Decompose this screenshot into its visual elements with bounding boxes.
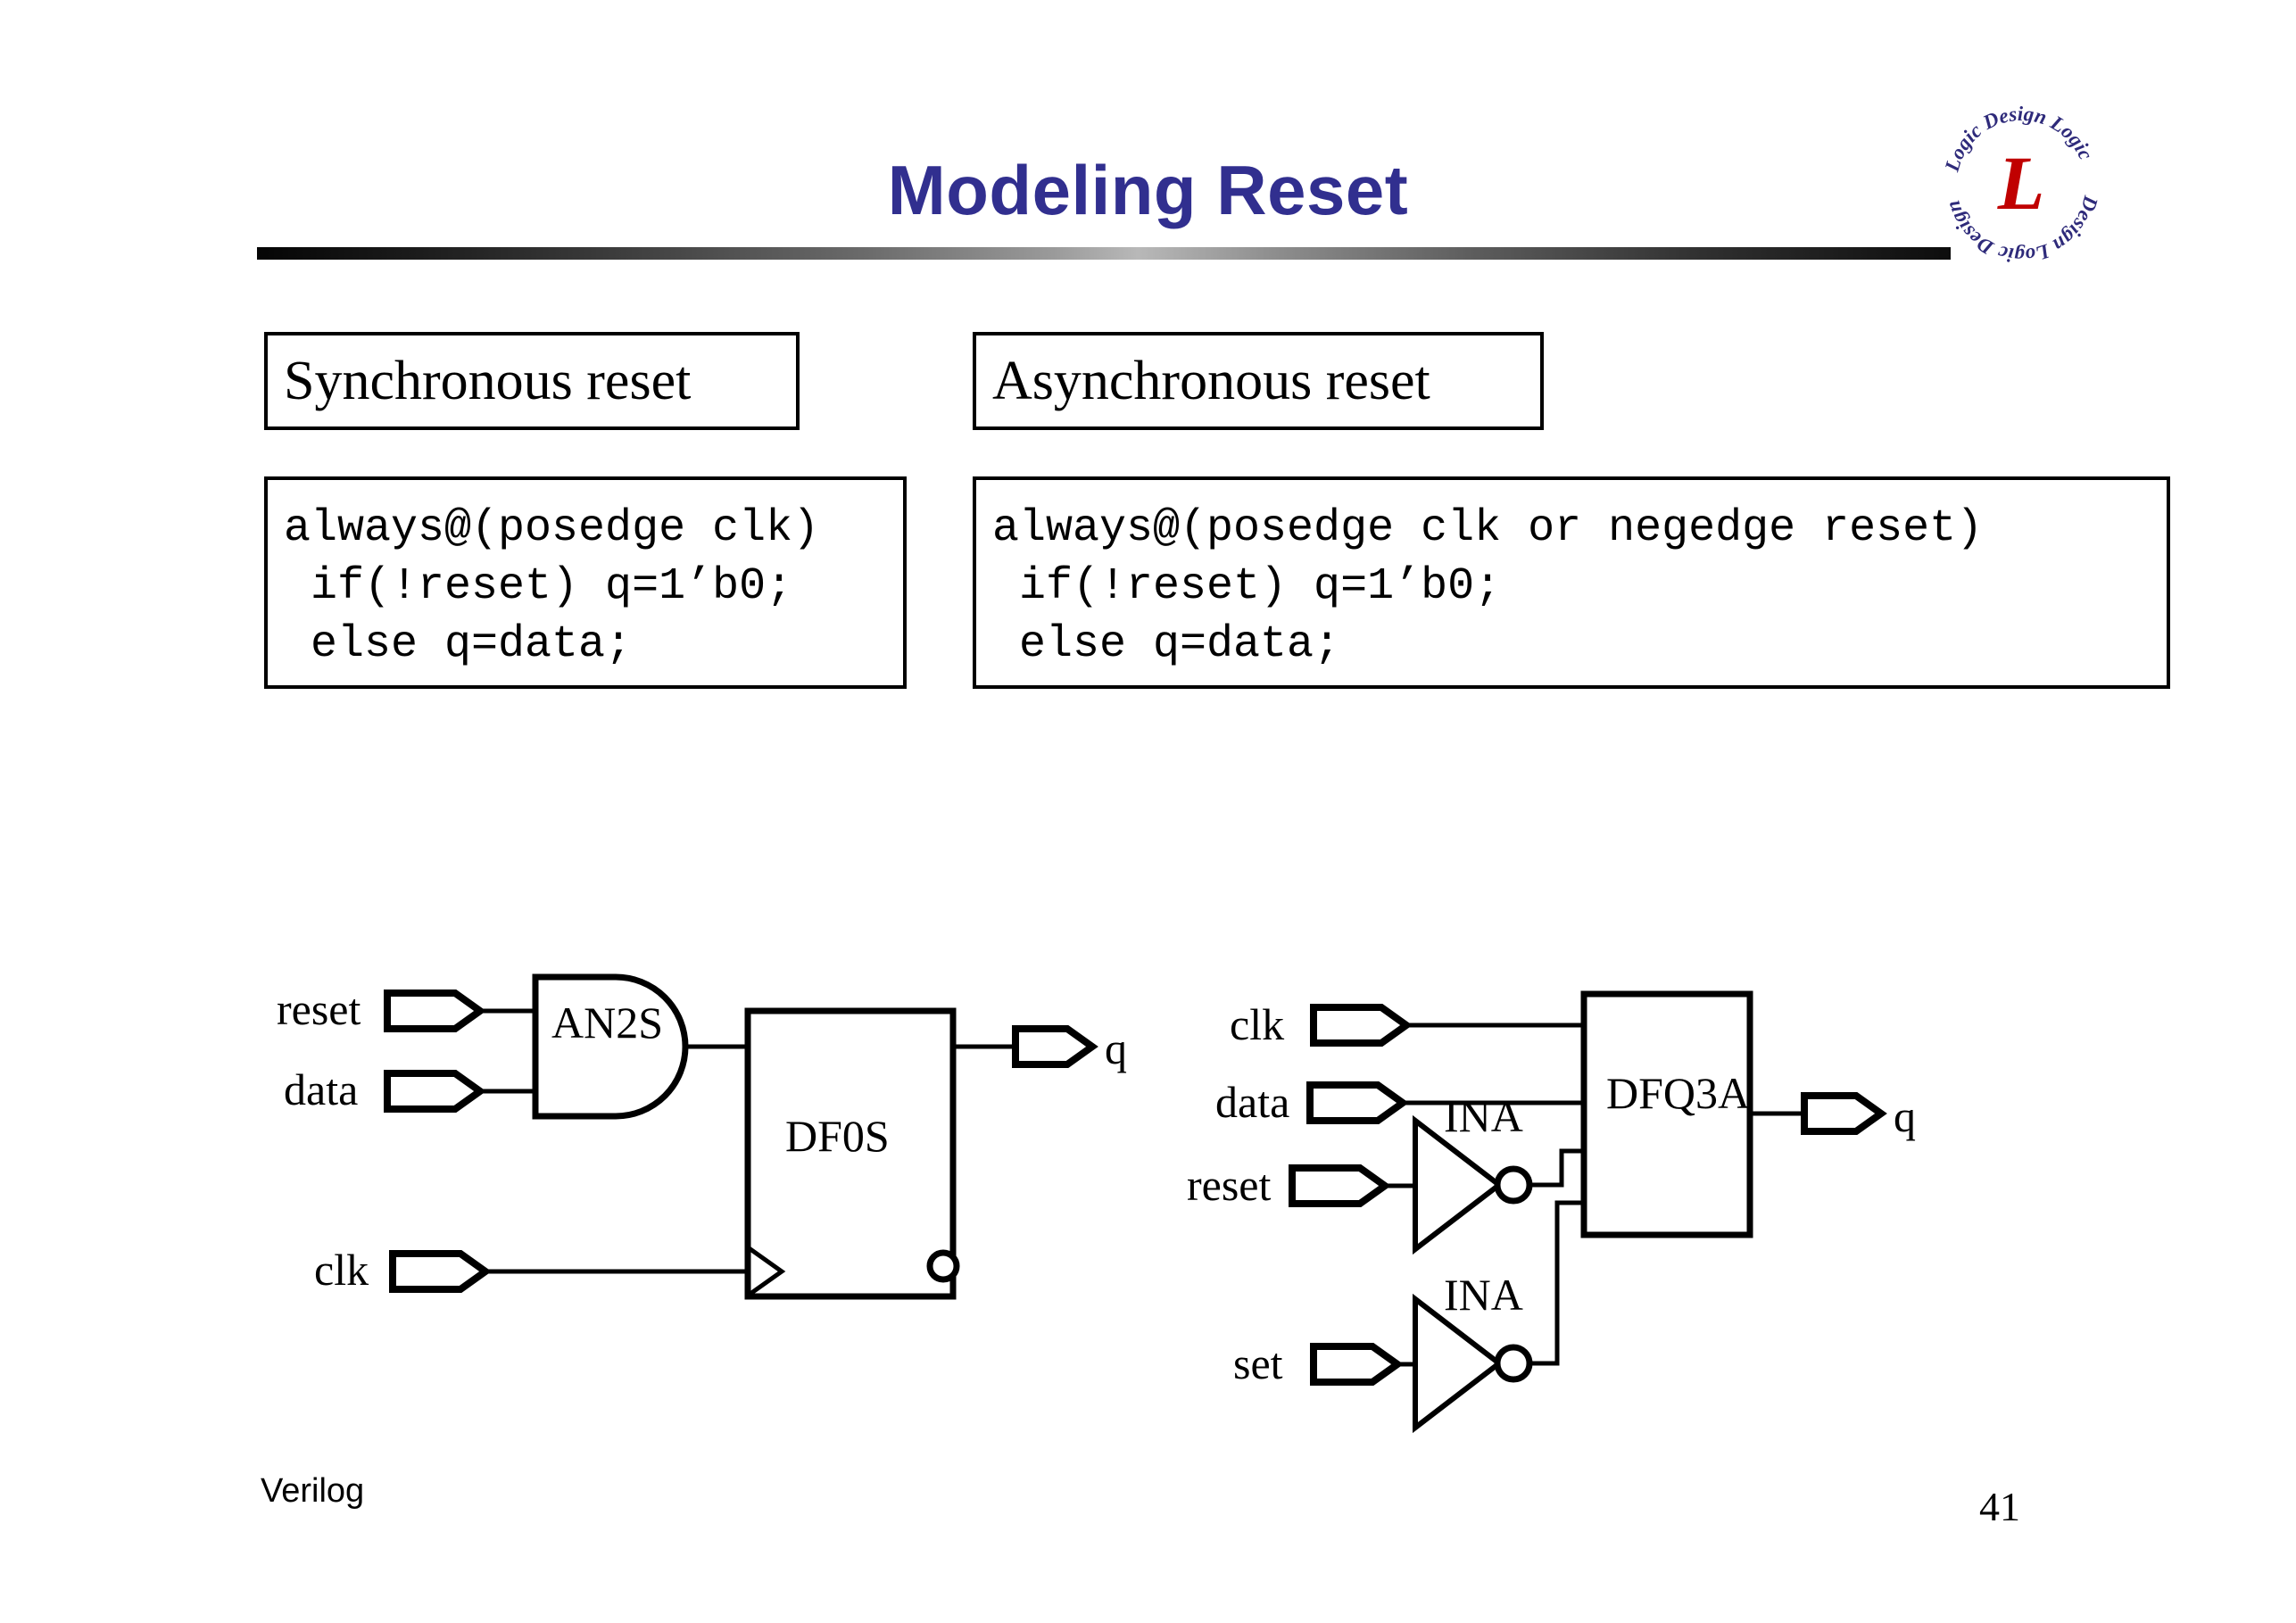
df0s-clock-triangle <box>746 1245 786 1298</box>
title-divider <box>257 247 1951 260</box>
inverter-ina-top[interactable] <box>1413 1114 1504 1255</box>
footer-note: Verilog <box>261 1472 365 1510</box>
label-an2s: AN2S <box>551 998 663 1047</box>
code-text-asynchronous: always@(posedge clk or negedge reset) if… <box>992 503 1984 670</box>
async-port-reset[interactable] <box>1289 1164 1391 1207</box>
async-label-reset: reset <box>1187 1160 1271 1210</box>
label-ina-top: INA <box>1444 1091 1523 1141</box>
heading-box-synchronous: Synchronous reset <box>264 332 800 430</box>
page-number: 41 <box>1979 1484 2020 1529</box>
async-port-q[interactable] <box>1801 1092 1887 1135</box>
sync-port-data[interactable] <box>384 1070 486 1113</box>
sync-label-reset: reset <box>277 984 361 1034</box>
async-label-clk: clk <box>1230 999 1284 1049</box>
heading-label-synchronous: Synchronous reset <box>284 351 692 411</box>
async-port-data[interactable] <box>1306 1081 1409 1124</box>
df0s-output-bubble <box>926 1249 960 1283</box>
async-circuit: clk data reset INA set INA DFQ3A q <box>1187 990 1916 1434</box>
async-port-set[interactable] <box>1310 1343 1404 1386</box>
sync-label-data: data <box>284 1064 358 1114</box>
dff-dfq3a[interactable] <box>1580 990 1753 1238</box>
inverter-ina-top-bubble <box>1494 1165 1533 1205</box>
label-dfq3a: DFQ3A <box>1606 1068 1750 1118</box>
inverter-ina-bottom-bubble <box>1494 1344 1533 1383</box>
heading-box-asynchronous: Asynchronous reset <box>973 332 1544 430</box>
sync-port-reset[interactable] <box>384 990 486 1032</box>
inverter-ina-bottom[interactable] <box>1413 1293 1504 1434</box>
logo-svg: Logic Design Logic Design Logic Design L <box>1940 103 2102 267</box>
code-box-asynchronous: always@(posedge clk or negedge reset) if… <box>973 476 2170 689</box>
and-gate-an2s[interactable] <box>532 973 689 1120</box>
label-ina-bottom: INA <box>1444 1270 1523 1320</box>
code-text-synchronous: always@(posedge clk) if(!reset) q=1’b0; … <box>284 503 820 670</box>
logic-design-logo: Logic Design Logic Design Logic Design L <box>1936 100 2106 269</box>
async-label-q: q <box>1894 1091 1916 1141</box>
wire-inv1-to-dff <box>1529 1148 1584 1188</box>
sync-label-q: q <box>1105 1023 1127 1073</box>
label-df0s: DF0S <box>785 1111 890 1161</box>
sync-port-q[interactable] <box>1012 1025 1098 1068</box>
sync-port-clk[interactable] <box>389 1250 492 1293</box>
code-box-synchronous: always@(posedge clk) if(!reset) q=1’b0; … <box>264 476 907 689</box>
dff-df0s[interactable] <box>744 1007 957 1300</box>
wire-inv2-to-dff <box>1529 1200 1584 1366</box>
logo-center-letter: L <box>1997 140 2045 226</box>
async-label-data: data <box>1215 1077 1289 1127</box>
heading-label-asynchronous: Asynchronous reset <box>992 351 1430 411</box>
async-port-clk[interactable] <box>1310 1004 1413 1047</box>
page-title: Modeling Reset <box>887 151 1409 229</box>
sync-circuit: reset data AN2S clk DF0S q <box>277 973 1127 1300</box>
sync-label-clk: clk <box>314 1245 369 1295</box>
async-label-set: set <box>1233 1338 1283 1388</box>
